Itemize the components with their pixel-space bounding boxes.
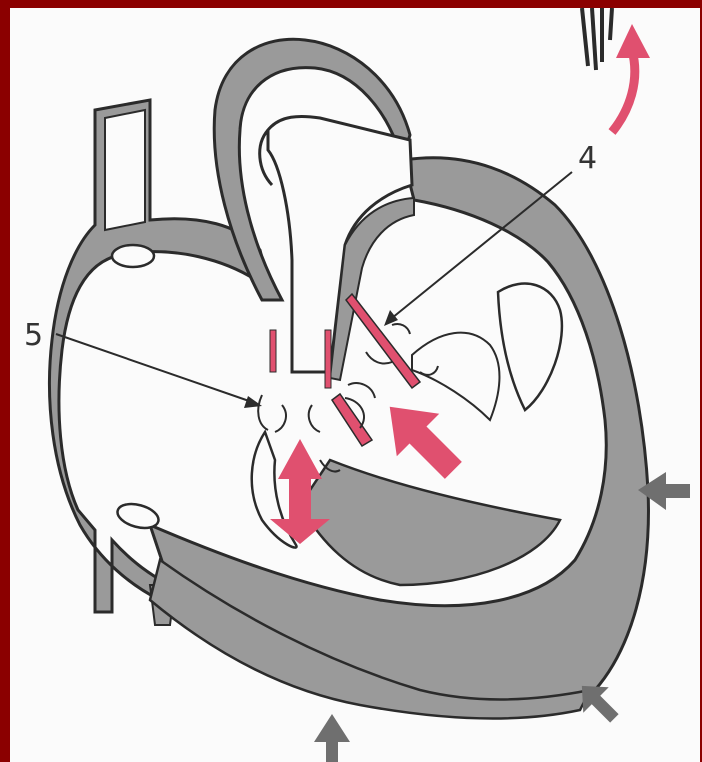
label-4: 4 [578, 141, 597, 176]
superior-vena-cava [105, 110, 145, 230]
pulmonary-valve-left-leaflet [270, 330, 276, 372]
label-5: 5 [24, 318, 43, 353]
pulmonary-valve-right-leaflet [325, 330, 331, 388]
atrium-opening-upper [112, 245, 154, 267]
